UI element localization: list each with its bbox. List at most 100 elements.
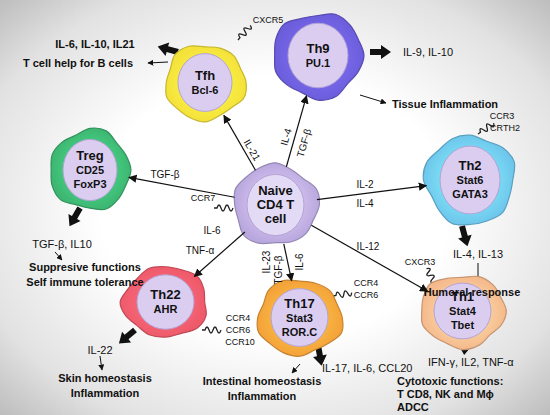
receptor-symbol bbox=[214, 205, 233, 211]
cell-outline bbox=[160, 40, 250, 125]
cell-marker: Stat6 bbox=[457, 173, 484, 187]
cell-membrane bbox=[422, 276, 507, 349]
cell-nucleus bbox=[63, 139, 117, 200]
cell-nucleus bbox=[247, 174, 304, 235]
differentiation-arrow bbox=[284, 244, 292, 281]
receptor-label: CXCR3 bbox=[405, 256, 436, 269]
cell-membrane bbox=[423, 135, 515, 225]
cell-marker: PU.1 bbox=[306, 56, 330, 70]
cell-membrane bbox=[166, 46, 247, 122]
function-label: Self immune tolerance bbox=[26, 276, 143, 289]
function-arrow bbox=[360, 95, 386, 103]
treg-cell: TregCD25FoxP3 bbox=[45, 125, 135, 215]
cell-nucleus bbox=[271, 289, 328, 347]
cell-outline bbox=[118, 262, 213, 342]
receptor-label: CRTH2 bbox=[490, 122, 520, 135]
cell-name: Th22 bbox=[150, 288, 180, 302]
receptor-label: CCR10 bbox=[225, 336, 255, 349]
differentiation-arrow bbox=[129, 177, 235, 197]
edge-label: TGF-β bbox=[150, 168, 179, 181]
receptor-label: CCR4 bbox=[226, 312, 251, 325]
th9-cell: Th9PU.1 bbox=[268, 8, 368, 103]
cell-membrane bbox=[257, 280, 343, 356]
differentiation-arrow bbox=[194, 232, 245, 277]
function-arrows bbox=[55, 62, 478, 373]
receptor-label: CXCR5 bbox=[253, 14, 284, 27]
cell-name: Naive CD4 T cell bbox=[251, 184, 301, 226]
receptor-label: CCR6 bbox=[354, 289, 379, 302]
edge-label: IL-2 bbox=[356, 178, 373, 191]
th1-cell: Th1Stat4Tbet bbox=[415, 270, 510, 352]
cell-name: Th17 bbox=[284, 297, 314, 311]
cytokine-label: IL-9, IL-10 bbox=[403, 46, 453, 59]
function-label: Inflammation bbox=[228, 390, 296, 403]
cell-nucleus bbox=[137, 275, 194, 329]
receptor-label: CCR7 bbox=[191, 192, 216, 205]
cell-marker: Bcl-6 bbox=[192, 83, 219, 97]
differentiation-arrow bbox=[224, 115, 256, 170]
edge-label: IL-6 bbox=[293, 253, 306, 270]
cell-marker: GATA3 bbox=[452, 187, 488, 201]
cytokine-label: IL-4, IL-13 bbox=[453, 248, 503, 261]
function-label: Intestinal homeostasis bbox=[203, 375, 322, 388]
cell-marker: CD25 bbox=[76, 163, 104, 177]
cell-membrane bbox=[234, 163, 319, 244]
differentiation-arrow bbox=[286, 96, 306, 167]
differentiation-arrow bbox=[317, 186, 426, 200]
cell-membrane bbox=[120, 267, 206, 337]
function-label: Suppresive functions bbox=[29, 261, 141, 274]
edge-label: IL-12 bbox=[357, 240, 380, 253]
cell-marker: FoxP3 bbox=[73, 177, 106, 191]
tfh-cell: TfhBcl-6 bbox=[160, 40, 250, 125]
cell-membrane bbox=[275, 14, 364, 100]
function-arrow bbox=[148, 62, 168, 63]
cytokine-label: IL-6, IL-10, IL21 bbox=[55, 38, 134, 51]
cell-name: Treg bbox=[76, 149, 103, 163]
function-arrow bbox=[100, 356, 102, 370]
secretion-arrow bbox=[63, 205, 86, 230]
cytokine-label: IFN-γ, IL2, TNF-α bbox=[428, 356, 514, 369]
secretion-arrow bbox=[370, 45, 391, 59]
th22-cell: Th22AHR bbox=[118, 262, 213, 342]
cell-marker: Stat3 bbox=[286, 311, 313, 325]
cell-name: Th9 bbox=[306, 42, 329, 56]
function-label: Cytotoxic functions: bbox=[397, 375, 503, 388]
edge-label: IL-23 bbox=[260, 251, 273, 274]
cell-outline bbox=[268, 8, 368, 103]
cell-nucleus bbox=[440, 146, 500, 214]
receptor-symbol bbox=[236, 24, 253, 42]
edge-label: TGF-β bbox=[294, 127, 315, 159]
cell-nucleus bbox=[178, 54, 232, 112]
receptor-symbol bbox=[202, 327, 221, 333]
function-arrow bbox=[55, 252, 62, 260]
cell-marker: ROR.C bbox=[282, 325, 317, 339]
cell-nucleus bbox=[288, 23, 348, 88]
edge-label: IL-4 bbox=[277, 127, 294, 147]
receptor-symbol bbox=[332, 290, 352, 299]
edge-label: IL-21 bbox=[241, 137, 264, 163]
cell-name: Th2 bbox=[458, 159, 481, 173]
cell-name: Tfh bbox=[195, 69, 215, 83]
secretion-arrow bbox=[455, 224, 474, 248]
cell-name: Th1 bbox=[451, 290, 474, 304]
cytokine-label: IL-17, IL-6, CCL20 bbox=[322, 362, 413, 375]
receptor-label: CCR4 bbox=[354, 277, 379, 290]
th2-cell: Th2Stat6GATA3 bbox=[420, 130, 520, 230]
secretion-arrows bbox=[63, 40, 474, 367]
cytokine-label: TGF-β, IL10 bbox=[32, 238, 92, 251]
function-label: T cell help for B cells bbox=[23, 57, 133, 70]
edge-label: IL-4 bbox=[356, 197, 373, 210]
cell-marker: Stat4 bbox=[449, 304, 476, 318]
edge-label: TNF-α bbox=[186, 244, 215, 257]
differentiation-arrow bbox=[311, 225, 427, 291]
naive-cell: Naive CD4 T cell bbox=[228, 160, 323, 250]
cell-membrane bbox=[51, 128, 131, 210]
function-label: T CD8, NK and Mϕ bbox=[397, 388, 494, 401]
function-label: Inflammation bbox=[71, 387, 139, 400]
cell-marker: AHR bbox=[154, 302, 178, 316]
cytokine-label: IL-22 bbox=[87, 344, 112, 357]
secretion-arrow bbox=[114, 325, 139, 349]
function-label: Skin homeostasis bbox=[58, 372, 152, 385]
